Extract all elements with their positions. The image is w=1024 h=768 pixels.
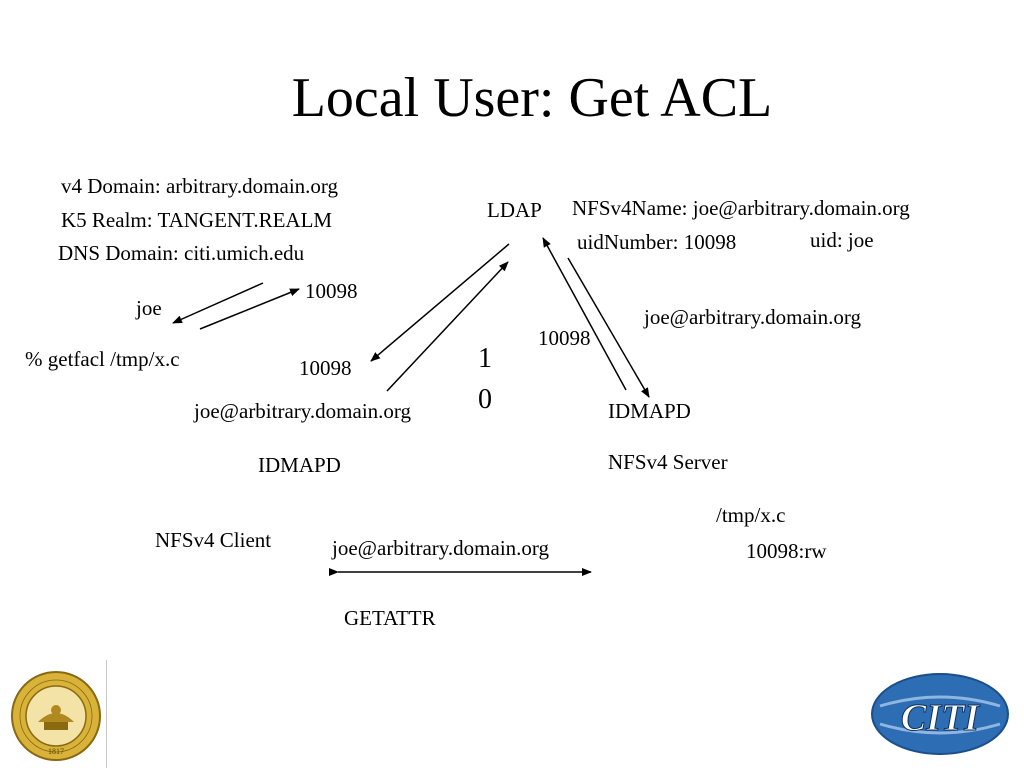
arrow-ldap-to-client <box>370 243 510 362</box>
logo-divider <box>106 660 107 768</box>
server-acl-entry: 10098:rw <box>746 539 827 563</box>
ldap-uidnumber: uidNumber: 10098 <box>577 230 737 254</box>
wire-nfsv4-name: joe@arbitrary.domain.org <box>332 536 550 560</box>
server-idmapd-label: IDMAPD <box>608 399 691 423</box>
citi-logo: CITI <box>871 673 1009 755</box>
ldap-label: LDAP <box>487 198 542 222</box>
stray-digit-one: 1 <box>478 343 492 374</box>
arrow-client-to-ldap <box>386 261 509 392</box>
citi-logo-text: CITI <box>901 697 980 739</box>
dns-domain-label: DNS Domain: citi.umich.edu <box>58 241 305 265</box>
ldap-uid: uid: joe <box>810 228 874 252</box>
university-seal-logo: 1817 <box>11 671 101 761</box>
client-nfsv4-name: joe@arbitrary.domain.org <box>194 399 412 423</box>
arrow-ldap-to-server <box>567 257 650 398</box>
getfacl-command: % getfacl /tmp/x.c <box>25 347 180 371</box>
k5-realm-label: K5 Realm: TANGENT.REALM <box>61 208 333 232</box>
nfsv4-client-label: NFSv4 Client <box>155 528 272 552</box>
local-uid-value: 10098 <box>305 279 358 303</box>
server-uid-from-ldap: 10098 <box>538 326 591 350</box>
arrow-uid-to-joe <box>172 282 264 324</box>
client-uid-to-idmapd: 10098 <box>299 356 352 380</box>
seal-year: 1817 <box>48 747 64 756</box>
ldap-nfsv4name: NFSv4Name: joe@arbitrary.domain.org <box>572 196 910 220</box>
server-file-path: /tmp/x.c <box>716 503 786 527</box>
stray-digit-zero: 0 <box>478 384 492 415</box>
slide-title: Local User: Get ACL <box>291 67 773 129</box>
arrow-joe-to-uid <box>199 288 300 330</box>
client-idmapd-label: IDMAPD <box>258 453 341 477</box>
v4-domain-label: v4 Domain: arbitrary.domain.org <box>61 174 339 198</box>
local-user-joe: joe <box>136 296 162 320</box>
nfsv4-server-label: NFSv4 Server <box>608 450 728 474</box>
arrow-server-to-ldap <box>542 237 627 391</box>
server-name-to-ldap: joe@arbitrary.domain.org <box>644 305 862 329</box>
wire-op-getattr: GETATTR <box>344 606 436 630</box>
